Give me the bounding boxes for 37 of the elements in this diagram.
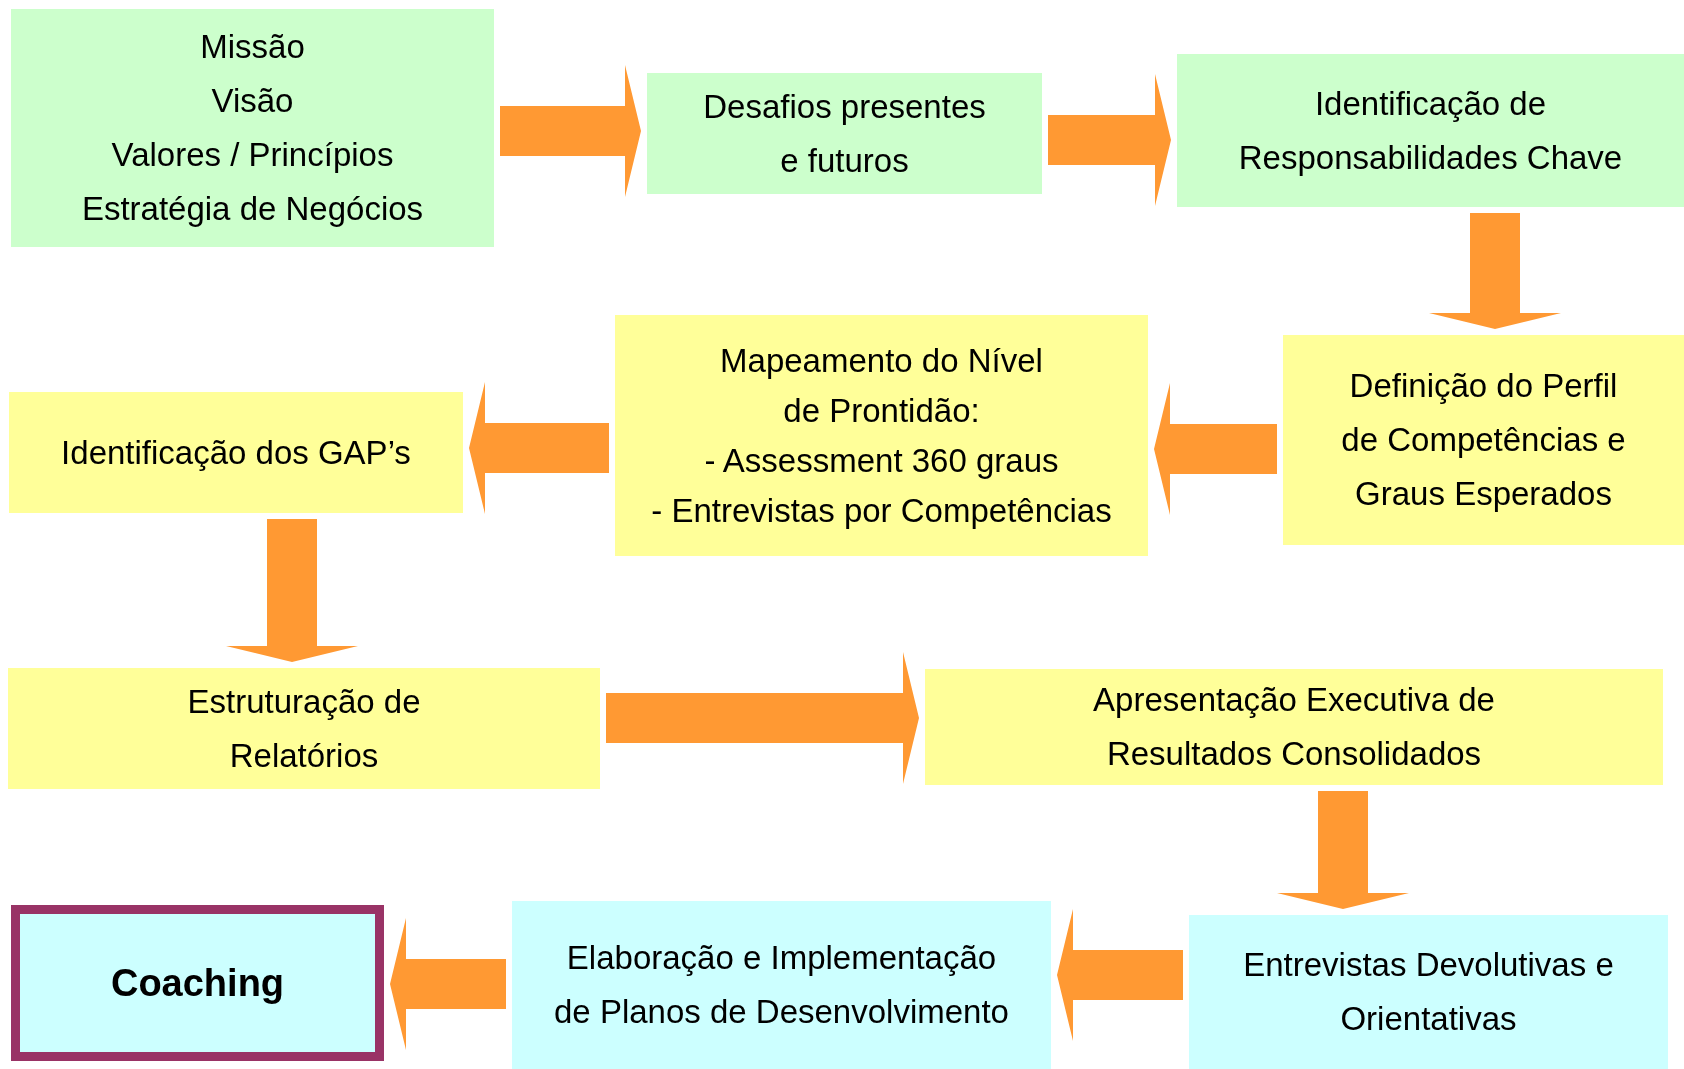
block-arrow — [606, 652, 919, 784]
step-text: - Entrevistas por Competências — [651, 490, 1112, 531]
step-text: Desafios presentes e futuros — [702, 86, 987, 181]
process-box — [11, 9, 494, 247]
block-arrow — [1277, 791, 1409, 909]
block-arrow — [469, 382, 609, 514]
block-arrow — [226, 519, 358, 662]
step-text: Missão — [200, 27, 305, 67]
step-text: Estruturação de Relatórios — [186, 681, 422, 776]
process-box — [9, 392, 463, 513]
process-box — [1189, 915, 1668, 1069]
step-text: Coaching — [110, 961, 285, 1006]
process-box — [1177, 54, 1684, 207]
process-box — [615, 315, 1148, 556]
process-box — [1283, 335, 1684, 545]
block-arrow — [390, 918, 506, 1050]
process-box — [8, 668, 600, 789]
step-text: Definição do Perfil de Competências e Graus Esperados — [1340, 366, 1627, 514]
step-text: Elaboração e Implementação de Planos de Desenvolvimento — [553, 938, 1010, 1032]
final-step-box — [11, 905, 384, 1061]
step-text: Estratégia de Negócios — [81, 189, 424, 229]
process-box — [925, 669, 1663, 785]
step-text: Valores / Princípios — [111, 135, 394, 175]
step-text: Entrevistas Devolutivas e Orientativas — [1242, 945, 1615, 1039]
step-text: Apresentação Executiva de Resultados Consolidados — [1092, 680, 1496, 774]
step-text: Identificação de Responsabilidades Chave — [1237, 83, 1624, 178]
block-arrow — [1429, 213, 1561, 329]
block-arrow — [500, 65, 641, 197]
process-box — [512, 901, 1051, 1069]
block-arrow — [1057, 909, 1183, 1041]
block-arrow — [1154, 383, 1277, 515]
step-text: Identificação dos GAP’s — [61, 432, 411, 473]
step-text: Mapeamento do Nível de Prontidão: — [719, 340, 1044, 431]
step-text: - Assessment 360 graus — [704, 440, 1059, 481]
process-box — [647, 73, 1042, 194]
step-text: Visão — [211, 81, 294, 121]
block-arrow — [1048, 74, 1171, 206]
